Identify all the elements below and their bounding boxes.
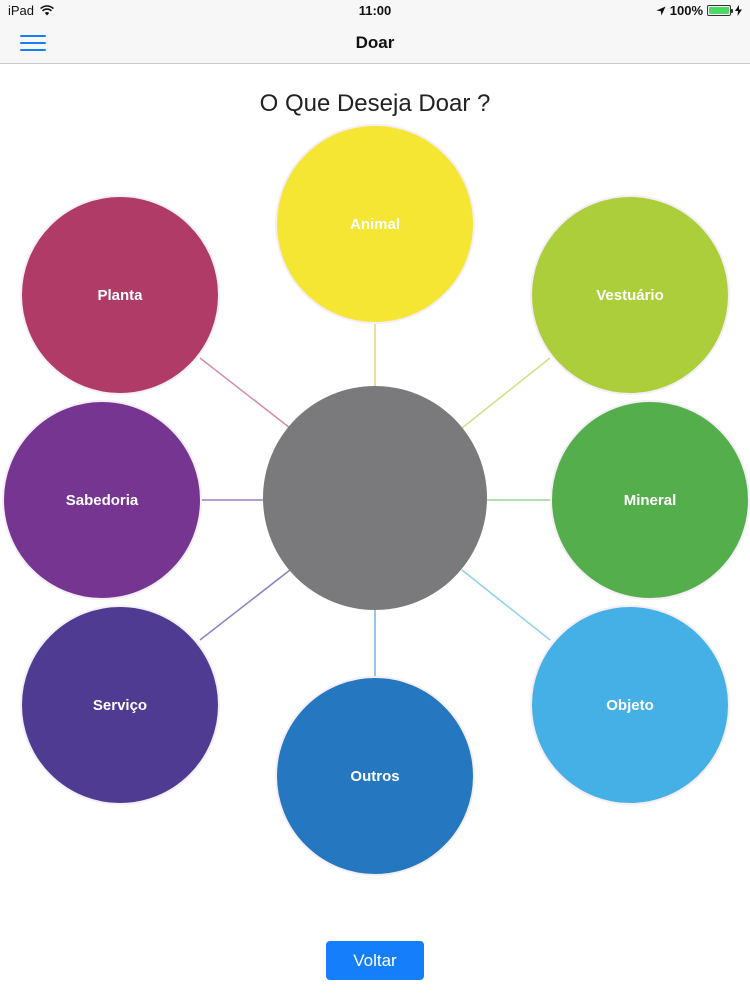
category-animal[interactable]: Animal bbox=[275, 124, 475, 324]
status-left: iPad bbox=[8, 3, 54, 18]
category-mineral[interactable]: Mineral bbox=[550, 400, 750, 600]
category-sabedoria[interactable]: Sabedoria bbox=[2, 400, 202, 600]
hamburger-menu-icon bbox=[20, 35, 46, 37]
status-bar: iPad 11:00 100% bbox=[0, 0, 750, 22]
status-right: 100% bbox=[656, 3, 742, 18]
status-time: 11:00 bbox=[358, 3, 392, 18]
category-servico[interactable]: Serviço bbox=[20, 605, 220, 805]
nav-title: Doar bbox=[355, 33, 395, 52]
category-label: Objeto bbox=[606, 696, 654, 714]
battery-percent: 100% bbox=[669, 3, 703, 18]
category-label: Outros bbox=[350, 767, 400, 785]
navigation-bar: Doar bbox=[0, 22, 750, 64]
category-label: Vestuário bbox=[596, 286, 664, 304]
location-arrow-icon bbox=[656, 6, 666, 15]
device-name: iPad bbox=[8, 3, 35, 18]
back-button[interactable]: Voltar bbox=[326, 941, 424, 980]
category-planta[interactable]: Planta bbox=[20, 195, 220, 395]
connector-planta bbox=[199, 357, 291, 429]
category-label: Serviço bbox=[92, 696, 148, 714]
center-hub bbox=[263, 386, 487, 610]
category-label: Planta bbox=[97, 286, 143, 304]
category-label: Sabedoria bbox=[65, 491, 139, 509]
connector-objeto bbox=[461, 569, 551, 641]
category-outros[interactable]: Outros bbox=[275, 676, 475, 876]
category-objeto[interactable]: Objeto bbox=[530, 605, 730, 805]
connector-servico bbox=[199, 569, 291, 641]
charging-bolt-icon bbox=[735, 5, 742, 16]
hamburger-menu-icon-bar bbox=[20, 49, 46, 51]
battery-level bbox=[709, 7, 729, 14]
category-label: Mineral bbox=[623, 491, 677, 509]
page-title: O Que Deseja Doar ? bbox=[259, 90, 491, 117]
battery-icon bbox=[707, 5, 733, 16]
wifi-icon bbox=[40, 5, 54, 16]
hamburger-menu-icon-bar bbox=[20, 42, 46, 44]
category-label: Animal bbox=[349, 215, 400, 233]
menu-button[interactable] bbox=[20, 32, 48, 54]
connector-vestuario bbox=[461, 357, 551, 429]
category-vestuario[interactable]: Vestuário bbox=[530, 195, 730, 395]
